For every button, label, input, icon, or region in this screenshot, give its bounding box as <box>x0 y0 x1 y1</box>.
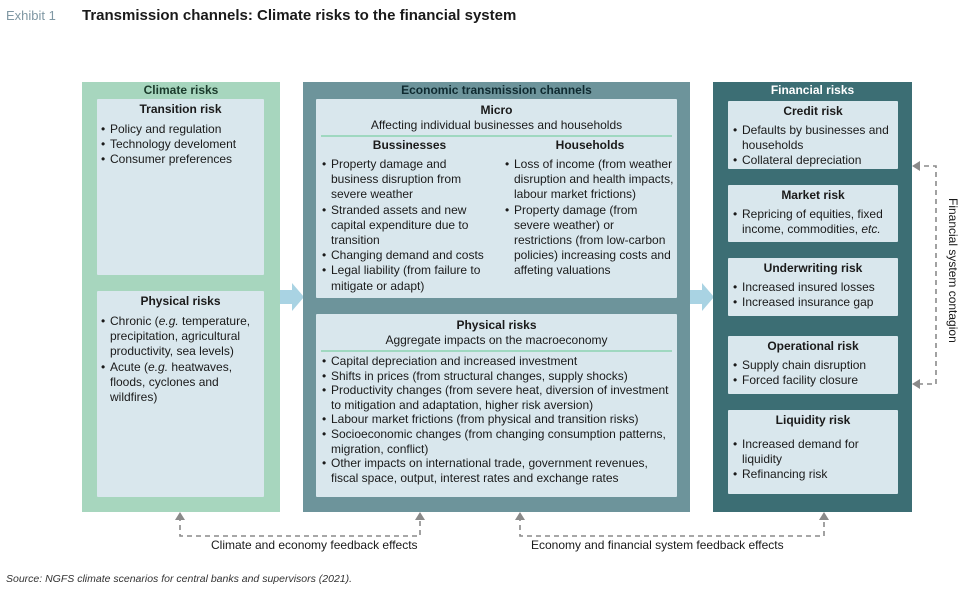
physical-risks-box: Physical risks Chronic (e.g. temperature… <box>97 291 264 497</box>
economy-financial-feedback-label: Economy and financial system feedback ef… <box>528 538 787 552</box>
businesses-group: Bussinesses Property damage and business… <box>322 138 497 294</box>
households-title: Households <box>555 138 625 152</box>
list-item: Increased insurance gap <box>733 295 893 310</box>
list-item: Repricing of equities, fixed income, com… <box>733 207 893 237</box>
list-item: Increased insured losses <box>733 280 893 295</box>
list-item: Other impacts on international trade, go… <box>322 456 676 485</box>
credit-risk-list: Defaults by businesses and households Co… <box>733 123 893 169</box>
market-risk-box: Market risk Repricing of equities, fixed… <box>728 185 898 242</box>
list-item: Socioeconomic changes (from changing con… <box>322 427 676 456</box>
climate-risks-heading: Climate risks <box>143 83 219 97</box>
list-item: Refinancing risk <box>733 467 893 482</box>
list-item: Stranded assets and new capital expendit… <box>322 203 497 249</box>
physical-risks-title: Physical risks <box>140 294 221 308</box>
credit-risk-box: Credit risk Defaults by businesses and h… <box>728 101 898 169</box>
page-title: Transmission channels: Climate risks to … <box>82 7 517 24</box>
underwriting-risk-list: Increased insured losses Increased insur… <box>733 280 893 311</box>
contagion-loop-connector <box>912 161 937 389</box>
climate-risks-column: Climate risks Transition risk Policy and… <box>82 82 280 512</box>
liquidity-risk-title: Liquidity risk <box>775 413 851 427</box>
list-item: Increased demand for liquidity <box>733 437 893 467</box>
list-item: Supply chain disruption <box>733 358 893 373</box>
financial-risks-column: Financial risks Credit risk Defaults by … <box>713 82 912 512</box>
list-item: Legal liability (from failure to mitigat… <box>322 263 497 293</box>
market-risk-title: Market risk <box>781 188 845 202</box>
macro-box: Physical risks Aggregate impacts on the … <box>316 314 677 497</box>
micro-divider <box>321 135 672 137</box>
list-item: Loss of income (from weather disruption … <box>505 157 675 203</box>
exhibit-label: Exhibit 1 <box>6 8 56 23</box>
households-list: Loss of income (from weather disruption … <box>505 157 675 279</box>
flow-arrow-icon <box>280 283 304 311</box>
liquidity-risk-box: Liquidity risk Increased demand for liqu… <box>728 410 898 494</box>
physical-risks-list: Chronic (e.g. temperature, precipitation… <box>101 314 260 405</box>
macro-subtitle: Aggregate impacts on the macroeconomy <box>385 333 608 347</box>
transition-risk-box: Transition risk Policy and regulation Te… <box>97 99 264 275</box>
contagion-label: Financial system contagion <box>946 198 960 343</box>
list-item: Consumer preferences <box>101 152 260 167</box>
list-item: Forced facility closure <box>733 373 893 388</box>
macro-title: Physical risks <box>456 318 537 332</box>
households-group: Households Loss of income (from weather … <box>505 138 675 279</box>
businesses-title: Bussinesses <box>372 138 447 152</box>
list-item: Technology develoment <box>101 137 260 152</box>
transition-risk-title: Transition risk <box>139 102 222 116</box>
liquidity-risk-list: Increased demand for liquidity Refinanci… <box>733 437 893 483</box>
operational-risk-box: Operational risk Supply chain disruption… <box>728 336 898 394</box>
list-item: Acute (e.g. heatwaves, floods, cyclones … <box>101 360 260 406</box>
climate-economy-feedback-label: Climate and economy feedback effects <box>208 538 421 552</box>
list-item: Productivity changes (from severe heat, … <box>322 383 676 412</box>
list-item: Shifts in prices (from structural change… <box>322 369 676 384</box>
economic-transmission-column: Economic transmission channels Micro Aff… <box>303 82 690 512</box>
list-item: Chronic (e.g. temperature, precipitation… <box>101 314 260 360</box>
underwriting-risk-box: Underwriting risk Increased insured loss… <box>728 258 898 316</box>
macro-list: Capital depreciation and increased inves… <box>322 354 676 485</box>
macro-divider <box>321 350 672 352</box>
transition-risk-list: Policy and regulation Technology develom… <box>101 122 260 168</box>
operational-risk-list: Supply chain disruption Forced facility … <box>733 358 893 389</box>
list-item: Policy and regulation <box>101 122 260 137</box>
list-item: Changing demand and costs <box>322 248 497 263</box>
businesses-list: Property damage and business disruption … <box>322 157 497 294</box>
climate-economy-feedback-connector <box>175 512 425 537</box>
list-item: Defaults by businesses and households <box>733 123 893 153</box>
underwriting-risk-title: Underwriting risk <box>763 261 863 275</box>
flow-arrow-icon <box>690 283 714 311</box>
list-item: Capital depreciation and increased inves… <box>322 354 676 369</box>
economy-financial-feedback-connector <box>515 512 829 537</box>
economic-channels-heading: Economic transmission channels <box>401 83 592 97</box>
list-item: Collateral depreciation <box>733 153 893 168</box>
micro-box: Micro Affecting individual businesses an… <box>316 99 677 298</box>
micro-subtitle: Affecting individual businesses and hous… <box>370 118 623 132</box>
list-item: Labour market frictions (from physical a… <box>322 412 676 427</box>
list-item: Property damage and business disruption … <box>322 157 497 203</box>
financial-risks-heading: Financial risks <box>770 83 855 97</box>
micro-title: Micro <box>480 103 513 117</box>
list-item: Property damage (from severe weather) or… <box>505 203 675 279</box>
credit-risk-title: Credit risk <box>783 104 843 118</box>
operational-risk-title: Operational risk <box>767 339 859 353</box>
source-note: Source: NGFS climate scenarios for centr… <box>6 573 353 585</box>
market-risk-list: Repricing of equities, fixed income, com… <box>733 207 893 237</box>
